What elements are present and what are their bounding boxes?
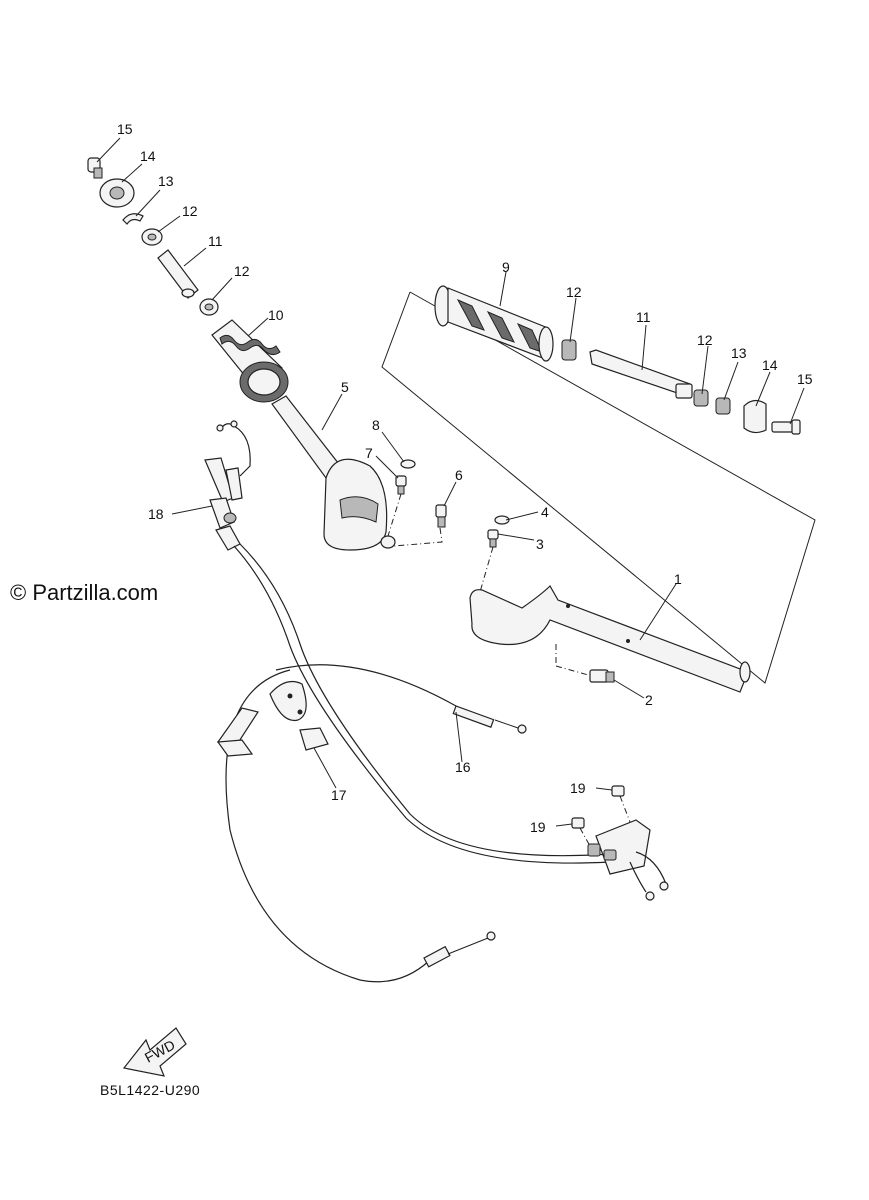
leader-lines — [96, 137, 805, 827]
part-5-throttle-housing — [271, 395, 396, 551]
callout-5: 5 — [341, 379, 349, 395]
part-16-throttle-cable — [225, 543, 611, 983]
callout-12-right-b: 12 — [697, 332, 713, 348]
callout-17: 17 — [331, 787, 347, 803]
callout-11-right: 11 — [636, 309, 651, 325]
part-6-screw — [393, 504, 447, 547]
callout-12-right-a: 12 — [566, 284, 582, 300]
part-11-weight-right — [589, 349, 693, 399]
callout-6: 6 — [455, 467, 463, 483]
callout-numbers: 15 14 13 12 11 12 10 9 12 11 12 13 14 15… — [117, 121, 813, 835]
callout-1: 1 — [674, 571, 682, 587]
part-14-end-cap-left — [99, 178, 135, 208]
part-12-collar-right-a — [561, 339, 577, 361]
callout-13-left: 13 — [158, 173, 174, 189]
callout-11-left: 11 — [208, 233, 223, 249]
part-12-collar-left-upper — [141, 228, 163, 246]
callout-19-upper: 19 — [570, 780, 586, 796]
part-15-bolt-left — [87, 157, 103, 179]
part-1-handlebar — [469, 585, 751, 693]
part-12-collar-left-lower — [199, 298, 219, 316]
callout-14-left: 14 — [140, 148, 156, 164]
part-17-cable-guide — [216, 681, 329, 757]
callout-8: 8 — [372, 417, 380, 433]
part-19-bolt-upper — [611, 785, 631, 823]
part-19-bracket-assembly — [587, 819, 669, 901]
callout-4: 4 — [541, 504, 549, 520]
part-7-screw — [387, 475, 407, 537]
callout-19-lower: 19 — [530, 819, 546, 835]
part-2-bolt — [589, 669, 615, 683]
callout-14-right: 14 — [762, 357, 778, 373]
callout-12-left-upper: 12 — [182, 203, 198, 219]
callout-10: 10 — [268, 307, 284, 323]
callout-13-right: 13 — [731, 345, 747, 361]
part-18-cable-harness — [204, 420, 251, 551]
fwd-arrow: FWD — [122, 1027, 187, 1077]
part-12-collar-right-b — [693, 389, 709, 407]
callout-3: 3 — [536, 536, 544, 552]
callout-15-right: 15 — [797, 371, 813, 387]
part-19-bolt-lower — [571, 817, 591, 847]
part-3-screw — [479, 529, 499, 593]
part-15-bolt-right — [771, 419, 801, 435]
watermark: © Partzilla.com — [10, 580, 159, 605]
right-assembly-frame — [381, 291, 816, 684]
callout-15-left: 15 — [117, 121, 133, 137]
part-11-weight-left — [157, 249, 199, 299]
part-8-washer — [400, 459, 416, 469]
callout-7: 7 — [365, 445, 373, 461]
part-14-end-cap-right — [743, 399, 767, 434]
part-4-washer — [494, 515, 510, 525]
part-13-clip-left — [122, 213, 144, 225]
part-13-clip-right — [715, 397, 731, 415]
part-9-grip — [434, 285, 554, 362]
diagram-code: B5L1422-U290 — [100, 1082, 201, 1098]
callout-2: 2 — [645, 692, 653, 708]
callout-12-left-lower: 12 — [234, 263, 250, 279]
callout-9: 9 — [502, 259, 510, 275]
callout-18: 18 — [148, 506, 164, 522]
callout-16: 16 — [455, 759, 471, 775]
part-10-throttle-grip — [211, 319, 289, 403]
